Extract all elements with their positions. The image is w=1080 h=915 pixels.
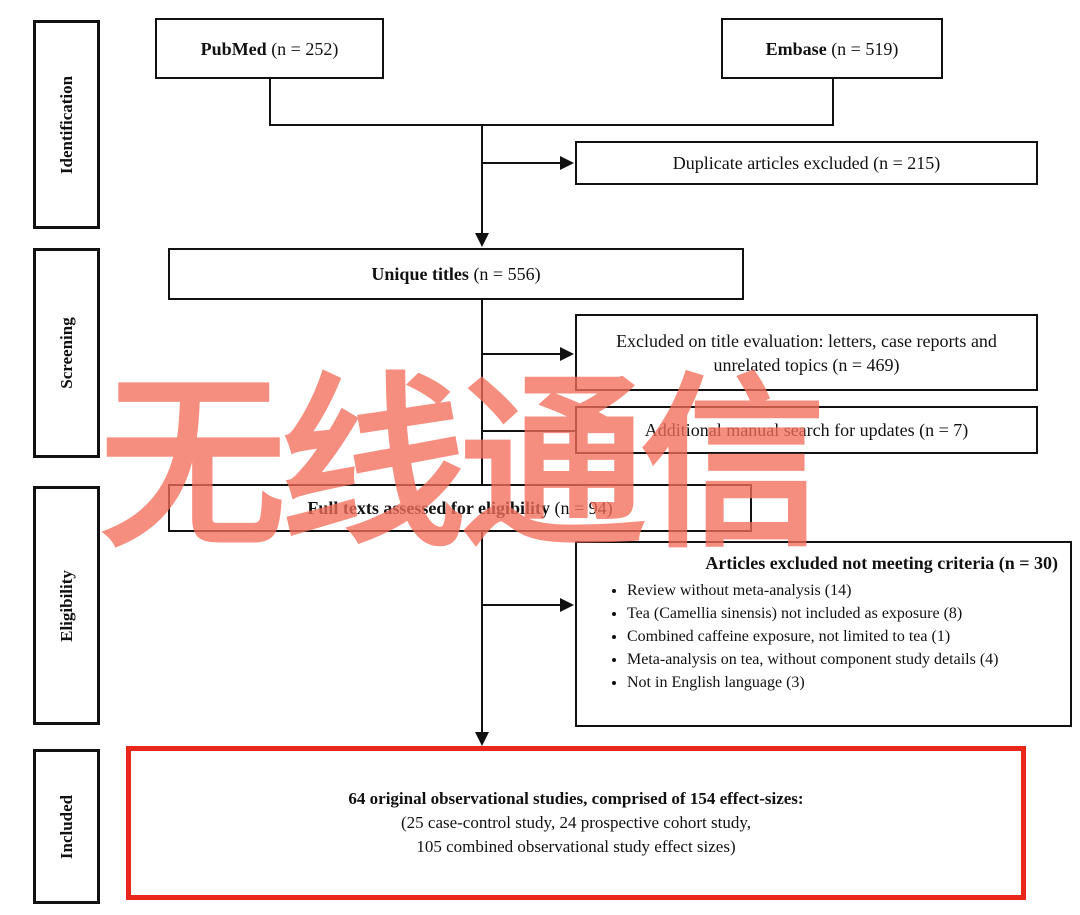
connector-ineligible <box>482 604 562 606</box>
connector-main-1 <box>481 125 483 235</box>
connector-main-2 <box>481 300 483 486</box>
stage-identification-label: Identification <box>56 75 76 174</box>
list-item: Not in English language (3) <box>627 671 1062 694</box>
stage-identification: Identification <box>33 20 100 229</box>
list-item: Review without meta-analysis (14) <box>627 579 1062 602</box>
list-item: Meta-analysis on tea, without component … <box>627 648 1062 671</box>
unique-titles-label: Unique titles <box>371 264 469 284</box>
title-exclusion-line2: unrelated topics (n = 469) <box>713 354 900 375</box>
embase-box: Embase (n = 519) <box>721 18 943 79</box>
full-text-label: Full texts assessed for eligibility <box>307 498 551 518</box>
stage-screening-label: Screening <box>56 317 76 389</box>
included-line3: 105 combined observational study effect … <box>416 837 736 856</box>
title-exclusion-box: Excluded on title evaluation: letters, c… <box>575 314 1038 391</box>
stage-eligibility-label: Eligibility <box>56 569 76 642</box>
list-item: Combined caffeine exposure, not limited … <box>627 625 1062 648</box>
manual-search-box: Additional manual search for updates (n … <box>575 406 1038 454</box>
watermark-text: 无线通信 <box>100 356 826 573</box>
arrow-to-title-excl <box>560 347 574 361</box>
arrow-to-ineligible <box>560 598 574 612</box>
pubmed-label: PubMed <box>200 38 267 59</box>
connector-embase <box>832 79 834 125</box>
ineligible-box: Articles excluded not meeting criteria (… <box>575 541 1072 727</box>
connector-main-3 <box>481 532 483 736</box>
title-exclusion-line1: Excluded on title evaluation: letters, c… <box>616 330 997 351</box>
duplicates-text: Duplicate articles excluded (n = 215) <box>672 153 941 173</box>
ineligible-header: Articles excluded not meeting criteria (… <box>585 551 1062 575</box>
stage-eligibility: Eligibility <box>33 486 100 725</box>
ineligible-list: Review without meta-analysis (14) Tea (C… <box>585 579 1062 694</box>
arrow-to-unique <box>475 233 489 247</box>
connector-title-excl <box>482 353 562 355</box>
duplicates-box: Duplicate articles excluded (n = 215) <box>575 141 1038 185</box>
arrow-to-included <box>475 732 489 746</box>
full-text-count: (n = 94) <box>554 498 613 518</box>
stage-included: Included <box>33 749 100 904</box>
pubmed-box: PubMed (n = 252) <box>155 18 384 79</box>
unique-titles-count: (n = 556) <box>473 264 541 284</box>
connector-manual <box>482 430 575 432</box>
embase-label: Embase <box>765 38 827 59</box>
connector-pubmed <box>269 79 271 125</box>
connector-merge <box>269 124 834 126</box>
stage-screening: Screening <box>33 248 100 458</box>
connector-duplicates <box>482 162 562 164</box>
pubmed-count: (n = 252) <box>271 38 339 59</box>
stage-included-label: Included <box>56 794 76 859</box>
full-text-box: Full texts assessed for eligibility (n =… <box>168 484 752 532</box>
unique-titles-box: Unique titles (n = 556) <box>168 248 744 300</box>
included-line2: (25 case-control study, 24 prospective c… <box>400 813 751 832</box>
ineligible-header-text: Articles excluded not meeting criteria (… <box>705 553 1058 573</box>
included-box: 64 original observational studies, compr… <box>126 746 1026 900</box>
embase-count: (n = 519) <box>831 38 899 59</box>
manual-search-text: Additional manual search for updates (n … <box>644 420 969 440</box>
list-item: Tea (Camellia sinensis) not included as … <box>627 602 1062 625</box>
included-line1: 64 original observational studies, compr… <box>348 789 804 808</box>
arrow-to-duplicates <box>560 156 574 170</box>
